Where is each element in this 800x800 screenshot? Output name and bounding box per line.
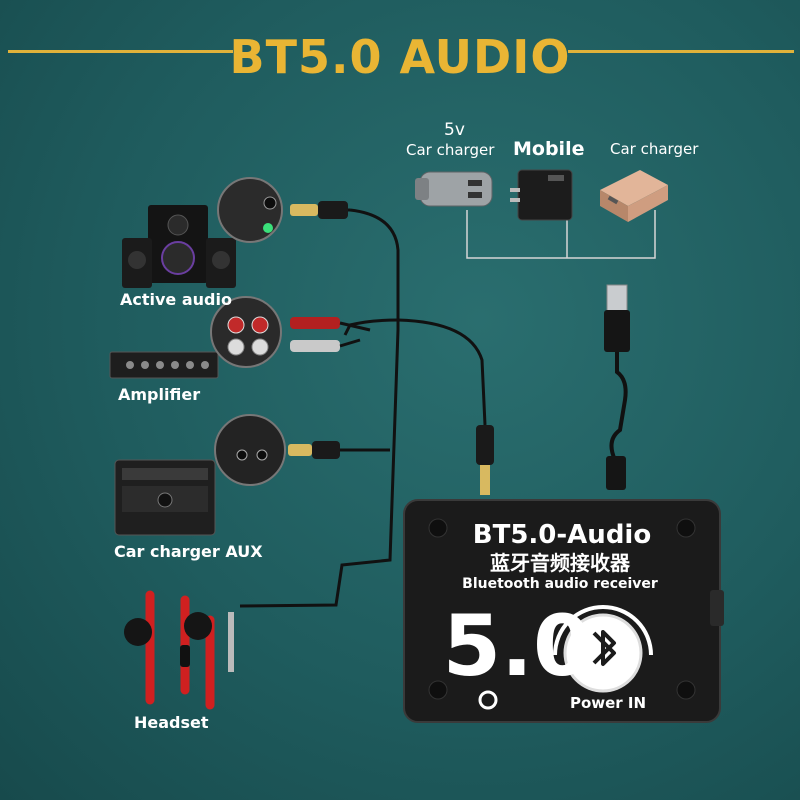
headset-illustration	[124, 590, 234, 710]
main-trunk-wire	[239, 208, 400, 608]
label-active-audio: Active audio	[120, 290, 232, 309]
label-car-charger: Car charger	[610, 140, 699, 158]
car-charger-illustration	[600, 170, 668, 222]
device-version: 5.0	[443, 597, 592, 695]
usb-cable	[609, 350, 628, 461]
title-rule-right	[568, 50, 794, 53]
label-amplifier: Amplifier	[118, 385, 201, 404]
active-audio-illustration	[122, 177, 348, 288]
device-chinese-name: 蓝牙音频接收器	[490, 551, 631, 575]
usb-plug-illustration	[604, 284, 630, 490]
bt-receiver-device	[403, 499, 724, 723]
device-audio-plug	[476, 425, 494, 495]
device-model-text: BT5.0-Audio	[473, 520, 651, 550]
label-car-charger-aux: Car charger AUX	[114, 542, 263, 561]
device-subtitle: Bluetooth audio receiver	[462, 576, 658, 592]
device-plug-wire	[397, 318, 487, 426]
label-5v: 5v	[444, 120, 465, 140]
headphone-arc-icon	[553, 605, 653, 656]
amplifier-illustration	[109, 296, 371, 379]
title-rule-left	[8, 50, 233, 53]
title-banner: BT5.0 AUDIO	[0, 22, 800, 84]
car-charger-5v-illustration	[415, 171, 493, 207]
label-mobile: Mobile	[513, 138, 585, 160]
label-headset: Headset	[134, 713, 209, 732]
car-aux-illustration	[114, 414, 340, 536]
device-power-label: Power IN	[570, 694, 646, 712]
label-5v-car-charger: Car charger	[406, 141, 495, 159]
headphone-jack-icon	[478, 690, 498, 710]
mobile-charger-illustration	[510, 169, 573, 221]
page-title: BT5.0 AUDIO	[229, 30, 571, 84]
